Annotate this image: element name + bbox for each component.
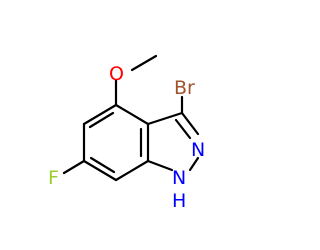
molecule-diagram: Br O F N N H [48,54,206,212]
bond-c3-n2 [180,111,200,136]
oxygen-label: O [109,63,124,85]
bond-n1-c7a [146,159,174,172]
bond-c6-c7 [82,159,118,182]
bond-c3-n2-inner [174,118,192,140]
bond-c6-f [62,159,86,175]
bond-c6-c7-inner [89,156,116,174]
nitrogen-n2-label: N [191,139,205,161]
bonds [62,54,200,182]
structure-svg: Br O F N N H [48,54,205,212]
bond-n2-n1 [188,156,200,172]
bond-c7-c7a [114,159,150,182]
fluorine-label: F [48,167,59,189]
hydrogen-label: H [172,190,186,212]
bromine-label: Br [174,77,195,99]
bond-c3a-c3 [146,111,184,126]
nitrogen-n1-label: N [172,167,186,189]
bond-c4-c3a [114,103,150,126]
bond-c4-c5-inner [88,111,115,129]
bond-ch3-o [130,54,158,72]
bond-c4-c5 [82,103,118,126]
